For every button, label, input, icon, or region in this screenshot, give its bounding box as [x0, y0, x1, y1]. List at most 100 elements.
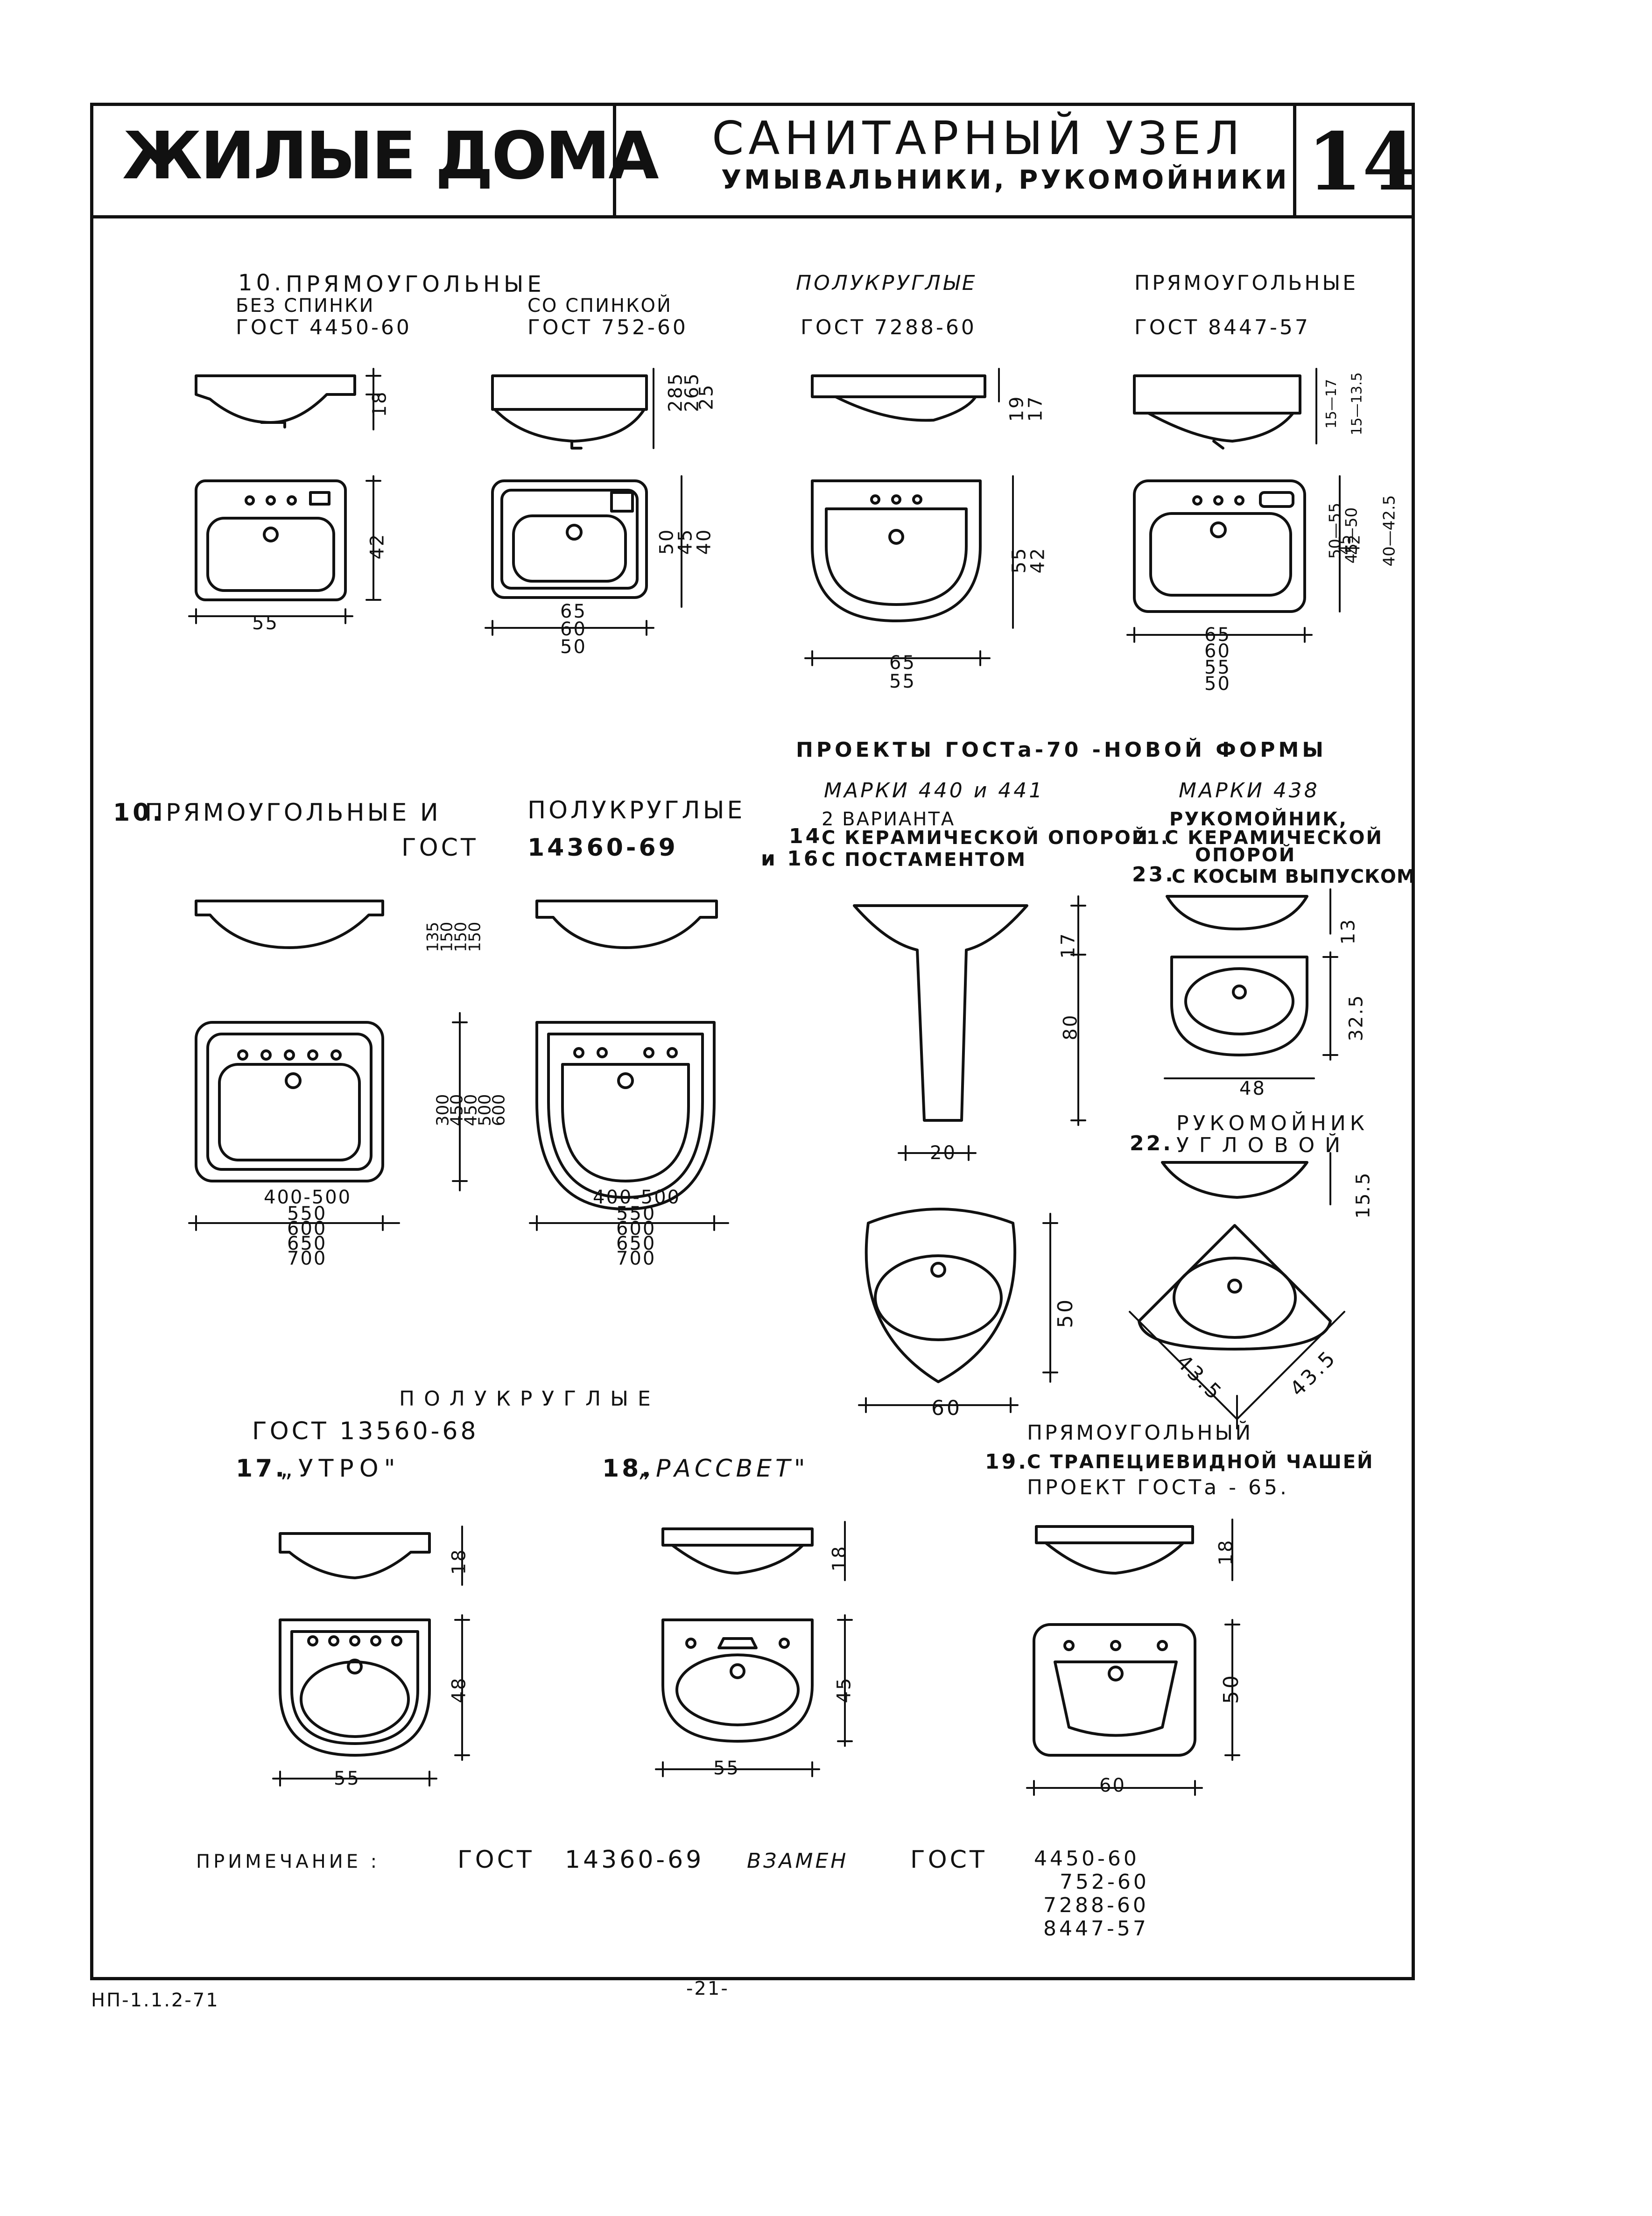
mid-group-gost: ГОСТ	[401, 834, 478, 862]
rect-heading: ПРЯМОУГОЛЬНЫЕ	[1134, 271, 1358, 295]
no-back-label: БЕЗ СПИНКИ	[236, 295, 375, 317]
corner-subtitle: УГЛОВОЙ	[1176, 1133, 1351, 1157]
header-separator-2	[1293, 103, 1296, 218]
trapezoid-number: 19.	[985, 1450, 1028, 1474]
header-divider	[90, 215, 1415, 218]
basin-mid-semi-plan	[535, 1021, 716, 1210]
dim-mid-semi-w-3: 650	[616, 1233, 656, 1254]
marks-b-line4: С КОСЫМ ВЫПУСКОМ	[1172, 866, 1416, 887]
dim-small-plan-w: 48	[1239, 1078, 1266, 1099]
top-group-heading: ПРЯМОУГОЛЬНЫЕ	[286, 271, 545, 297]
sheet-number: 14	[1307, 115, 1418, 209]
bottom-dimension-lines	[272, 1519, 1240, 1796]
rect-gost: ГОСТ 8447-57	[1134, 316, 1310, 339]
semi-gost: ГОСТ 7288-60	[801, 316, 977, 339]
basin-trap-side	[1035, 1525, 1194, 1575]
dim-with-back-plan-w-2: 50	[560, 636, 587, 658]
footer-page: -21-	[686, 1978, 729, 1999]
mid-group-heading-2: ПОЛУКРУГЛЫЕ	[527, 796, 745, 824]
footer-code: НП-1.1.2-71	[91, 1990, 219, 2011]
pedestal-basin-side	[853, 904, 1028, 1122]
basin-no-back-plan	[195, 479, 347, 601]
pedestal-dimension-lines	[858, 895, 1086, 1413]
dim-semi-plan-w-1: 55	[889, 671, 916, 692]
basin-mid-rect-plan	[195, 1021, 384, 1182]
basin-utro-side	[279, 1532, 431, 1579]
dim-trap-plan-w: 60	[1099, 1775, 1126, 1796]
dim-mid-rect-w-1: 550	[287, 1203, 327, 1224]
top-dimension-lines	[188, 368, 1341, 666]
corner-dimension-lines	[1129, 1152, 1345, 1429]
marks-b-line3: ОПОРОЙ	[1195, 844, 1296, 866]
basin-rect-plan	[1133, 479, 1306, 613]
basin-rassvet-plan	[661, 1618, 814, 1743]
marks-b-line4-num: 23.	[1132, 863, 1175, 886]
rassvet-name: „РАССВЕТ"	[640, 1455, 809, 1483]
mid-group-gost-no: 14360-69	[527, 834, 678, 862]
marks-a-line1: 2 ВАРИАНТА	[822, 809, 956, 830]
dim-with-back-plan-w-1: 60	[560, 619, 587, 640]
small-basin-dimension-lines	[1164, 888, 1338, 1079]
corner-basin-plan	[1138, 1224, 1332, 1351]
bottom-group-heading: ПОЛУКРУГЛЫЕ	[399, 1387, 660, 1411]
dim-rect-plan-w-2: 55	[1204, 657, 1231, 678]
series-title: ЖИЛЫЕ ДОМА	[122, 118, 659, 194]
note-replaced-3: 8447-57	[1043, 1917, 1149, 1941]
dim-semi-plan-w-0: 65	[889, 652, 916, 674]
note-label: ПРИМЕЧАНИЕ :	[196, 1851, 380, 1872]
mid-group-number: 10.	[113, 799, 165, 827]
sheet-frame	[90, 103, 1415, 1980]
dim-rect-plan-w-3: 50	[1204, 673, 1231, 695]
marks-a-line2: С КЕРАМИЧЕСКОЙ ОПОРОЙ.	[822, 827, 1158, 849]
basin-rassvet-side	[661, 1527, 814, 1575]
dim-mid-rect-w-3: 650	[287, 1233, 327, 1254]
basin-rect-side	[1133, 374, 1301, 450]
dim-mid-rect-w-4: 700	[287, 1248, 327, 1269]
section-subtitle: УМЫВАЛЬНИКИ, РУКОМОЙНИКИ	[721, 165, 1290, 195]
basin-utro-plan	[279, 1618, 431, 1757]
marks-a: МАРКИ 440 и 441	[824, 779, 1045, 802]
rassvet-number: 18.	[602, 1455, 654, 1483]
marks-b-line2: С КЕРАМИЧЕСКОЙ	[1165, 827, 1384, 849]
dim-pedestal-plan-w: 60	[931, 1396, 962, 1420]
mid-group-heading: ПРЯМОУГОЛЬНЫЕ И	[145, 799, 441, 827]
note-gost-no: 14360-69	[565, 1846, 704, 1874]
corner-basin-side	[1161, 1161, 1308, 1199]
basin-no-back-side	[195, 374, 356, 429]
trapezoid-desc: С ТРАПЕЦИЕВИДНОЙ ЧАШЕЙ	[1027, 1451, 1374, 1473]
trapezoid-heading: ПРЯМОУГОЛЬНЫЙ	[1027, 1421, 1253, 1445]
utro-name: „УТРО"	[280, 1455, 401, 1483]
marks-a-line2-num: 14	[789, 824, 822, 848]
dim-mid-rect-w-0: 400-500	[264, 1187, 352, 1208]
no-back-gost: ГОСТ 4450-60	[236, 316, 412, 339]
note-gost: ГОСТ	[457, 1846, 534, 1874]
dim-mid-semi-w-4: 700	[616, 1248, 656, 1269]
semi-heading: ПОЛУКРУГЛЫЕ	[796, 271, 977, 295]
trapezoid-project: ПРОЕКТ ГОСТа - 65.	[1027, 1476, 1290, 1499]
note-replaced-1: 752-60	[1060, 1870, 1149, 1894]
projects-title: ПРОЕКТЫ ГОСТа-70 -НОВОЙ ФОРМЫ	[796, 738, 1327, 762]
top-group-number: 10.	[238, 270, 285, 296]
small-basin-side	[1166, 895, 1308, 930]
marks-a-line3: С ПОСТАМЕНТОМ	[822, 849, 1027, 871]
marks-b-line2-num: 21.	[1132, 827, 1169, 849]
mid-dimension-lines	[188, 1012, 729, 1231]
header-separator-1	[613, 103, 616, 218]
with-back-gost: ГОСТ 752-60	[527, 316, 688, 339]
small-basin-plan	[1170, 956, 1308, 1056]
basin-with-back-plan	[491, 479, 648, 599]
with-back-label: СО СПИНКОЙ	[527, 295, 672, 317]
bottom-group-gost: ГОСТ 13560-68	[252, 1417, 479, 1445]
marks-a-line3-num: и 16	[761, 847, 821, 871]
basin-trap-plan	[1033, 1623, 1196, 1757]
marks-b-line1: РУКОМОЙНИК,	[1169, 809, 1348, 830]
marks-b: МАРКИ 438	[1179, 779, 1320, 802]
basin-mid-semi-side	[535, 900, 718, 949]
basin-semi-plan	[811, 479, 982, 622]
corner-title: РУКОМОЙНИК	[1176, 1112, 1369, 1135]
note-replaced-2: 7288-60	[1043, 1893, 1149, 1917]
note-gost-2: ГОСТ	[910, 1846, 987, 1874]
corner-number: 22.	[1130, 1132, 1173, 1155]
dim-rect-plan-w-1: 60	[1204, 640, 1231, 662]
